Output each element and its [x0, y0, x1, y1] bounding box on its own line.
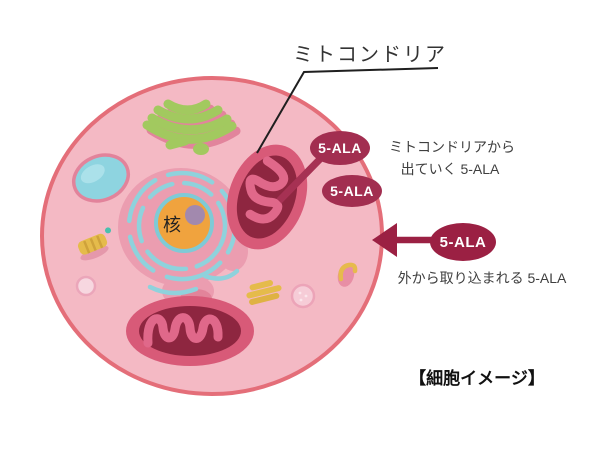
badge-5ala-out-2: 5-ALA — [322, 175, 382, 207]
svg-text:5-ALA: 5-ALA — [318, 140, 362, 156]
peroxisome-icon — [337, 262, 358, 287]
lysosome-icon — [72, 153, 130, 203]
badge-5ala-incoming: 5-ALA — [430, 223, 496, 261]
nucleus: 核 — [154, 193, 214, 253]
golgi-apparatus-icon — [142, 99, 237, 155]
mitochondrion-lower-icon — [126, 296, 254, 366]
incoming-annotation: 外から取り込まれる 5-ALA — [398, 270, 567, 286]
vesicle-right-icon — [290, 283, 316, 309]
outgoing-annotation-line1: ミトコンドリアから — [389, 139, 515, 155]
nucleolus — [185, 205, 205, 225]
outgoing-annotation-line2: 出ていく 5-ALA — [401, 161, 500, 177]
mitochondria-pointer-line — [256, 67, 439, 154]
mitochondrion-upper-icon — [226, 144, 308, 250]
badge-5ala-out-1: 5-ALA — [310, 131, 370, 165]
centriole-icon — [77, 227, 111, 261]
nucleus-label: 核 — [163, 215, 181, 235]
svg-text:5-ALA: 5-ALA — [440, 234, 487, 251]
diagram-caption: 【細胞イメージ】 — [409, 368, 545, 388]
vesicle-left-icon — [75, 275, 97, 297]
svg-text:5-ALA: 5-ALA — [330, 183, 374, 199]
mitochondria-label: ミトコンドリア — [293, 44, 447, 66]
ribosome-rods-icon — [246, 280, 282, 305]
